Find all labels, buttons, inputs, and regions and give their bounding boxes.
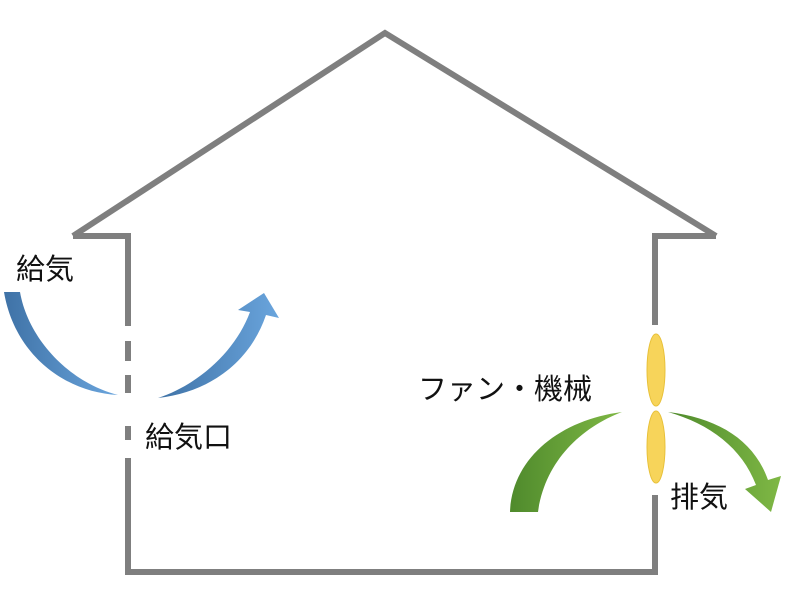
intake-port-label: 給気口 (145, 420, 233, 454)
intake-inner-arrow-icon (158, 293, 279, 398)
exhaust-label: 排気 (670, 480, 729, 514)
exhaust-outer-arrow-icon (668, 412, 781, 512)
fan-blade-icon (646, 333, 666, 484)
intake-label: 給気 (16, 252, 75, 286)
house-roof (71, 29, 718, 239)
fan-machine-label: ファン・機械 (418, 372, 593, 406)
exhaust-inner-arrow-icon (510, 412, 622, 512)
intake-outer-arrow-icon (4, 292, 118, 395)
